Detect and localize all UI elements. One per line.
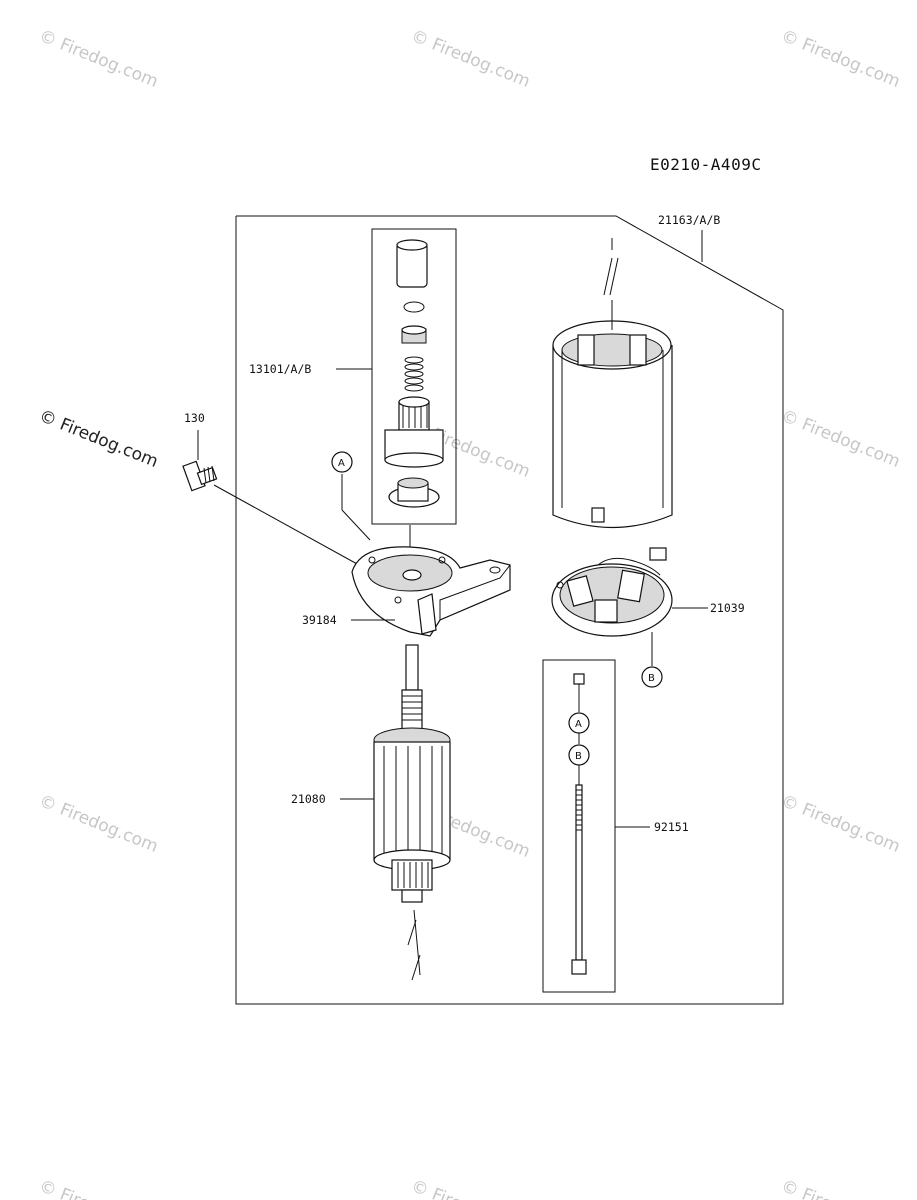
leader-line	[341, 509, 371, 541]
watermark-main: © Firedog.com	[36, 406, 161, 472]
part-label-130: 130	[184, 411, 205, 425]
part-label-39184: 39184	[302, 613, 337, 627]
callout-b-label: B	[648, 673, 655, 684]
pinion-group-box	[371, 228, 457, 525]
break-line	[609, 257, 619, 296]
part-label-92151: 92151	[654, 820, 689, 834]
bolt-group-box	[542, 659, 616, 993]
watermark: © Firedog.com	[778, 1176, 903, 1200]
watermark: © Firedog.com	[408, 26, 533, 92]
callout-b-label: B	[575, 751, 582, 762]
watermark: © Firedog.com	[36, 26, 161, 92]
watermark: © Firedog.com	[36, 791, 161, 857]
part-label-21039: 21039	[710, 601, 745, 615]
watermark: © Firedog.com	[778, 26, 903, 92]
watermark: © Firedog.com	[36, 1176, 161, 1200]
pinion-assembly[interactable]	[384, 239, 444, 508]
through-bolt[interactable]	[568, 673, 590, 975]
callout-a-label: A	[575, 719, 582, 730]
part-label-21080: 21080	[291, 792, 326, 806]
front-bracket[interactable]	[351, 546, 511, 637]
watermark: © Firedog.com	[408, 1176, 533, 1200]
yoke-housing[interactable]	[552, 320, 673, 529]
leader-line	[413, 909, 421, 976]
break-line	[411, 954, 421, 981]
diagram-frame	[235, 215, 784, 1005]
watermark: © Firedog.com	[778, 406, 903, 472]
watermark: © Firedog.com	[778, 791, 903, 857]
bolt-130[interactable]	[182, 460, 218, 492]
leader-line	[213, 484, 369, 571]
callout-a	[331, 451, 353, 473]
callout-b	[641, 666, 663, 688]
part-label-21163: 21163/A/B	[658, 213, 720, 227]
brush-holder[interactable]	[551, 547, 673, 637]
diagram-code: E0210-A409C	[650, 155, 761, 174]
armature[interactable]	[373, 644, 451, 903]
break-line	[407, 919, 417, 946]
callout-a-label: A	[338, 458, 345, 469]
part-label-13101: 13101/A/B	[249, 362, 311, 376]
watermarks: © Firedog.com © Firedog.com © Firedog.co…	[36, 26, 903, 1200]
break-line	[603, 257, 613, 296]
